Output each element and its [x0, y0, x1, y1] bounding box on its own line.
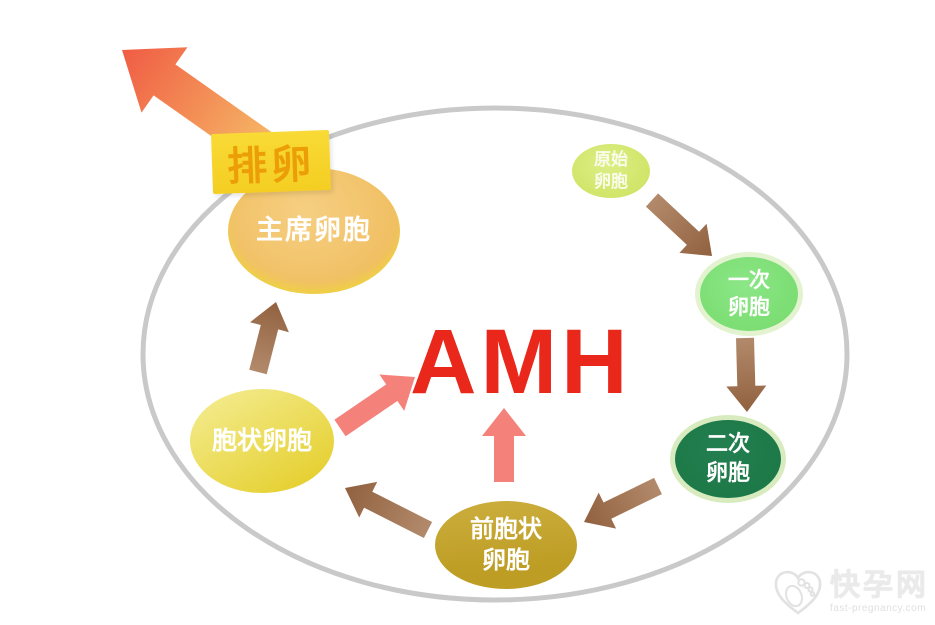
stage-primordial-follicle: 原始 卵胞 [572, 144, 650, 198]
ovary-outline [140, 105, 850, 603]
stage-dominant-label: 主席卵胞 [256, 215, 372, 246]
arrow-antral-to-dominant [249, 302, 289, 375]
arrow-secondary-to-preantral [584, 477, 662, 529]
stage-primary-follicle: 一次 卵胞 [700, 257, 798, 331]
stage-antral-label: 胞状卵胞 [211, 426, 312, 455]
stage-antral-follicle: 胞状卵胞 [190, 389, 334, 493]
stage-primary-label: 一次 卵胞 [728, 268, 770, 319]
foot-heart-logo [774, 570, 822, 615]
ovulation-tag: 排卵 [210, 129, 332, 195]
arrow-primary-to-secondary [726, 337, 767, 412]
stage-preantral-label: 前胞状 卵胞 [470, 515, 542, 574]
watermark-site-name: 快孕网 [830, 568, 929, 602]
arrow-primordial-to-primary [645, 193, 712, 256]
arrow-preantral-to-amh [482, 408, 526, 482]
stage-preantral-follicle: 前胞状 卵胞 [435, 501, 577, 589]
amh-title: AMH [410, 311, 632, 413]
stage-secondary-follicle: 二次 卵胞 [675, 420, 781, 498]
arrow-antral-to-amh [334, 374, 415, 437]
ovulation-tag-label: 排卵 [226, 142, 316, 190]
watermark-site-url: fast-pregnancy.com [830, 602, 927, 614]
stage-primordial-label: 原始 卵胞 [594, 149, 628, 191]
arrow-preantral-to-antral [345, 481, 433, 538]
stage-secondary-label: 二次 卵胞 [705, 431, 750, 485]
watermark: 快孕网 fast-pregnancy.com [771, 565, 929, 619]
